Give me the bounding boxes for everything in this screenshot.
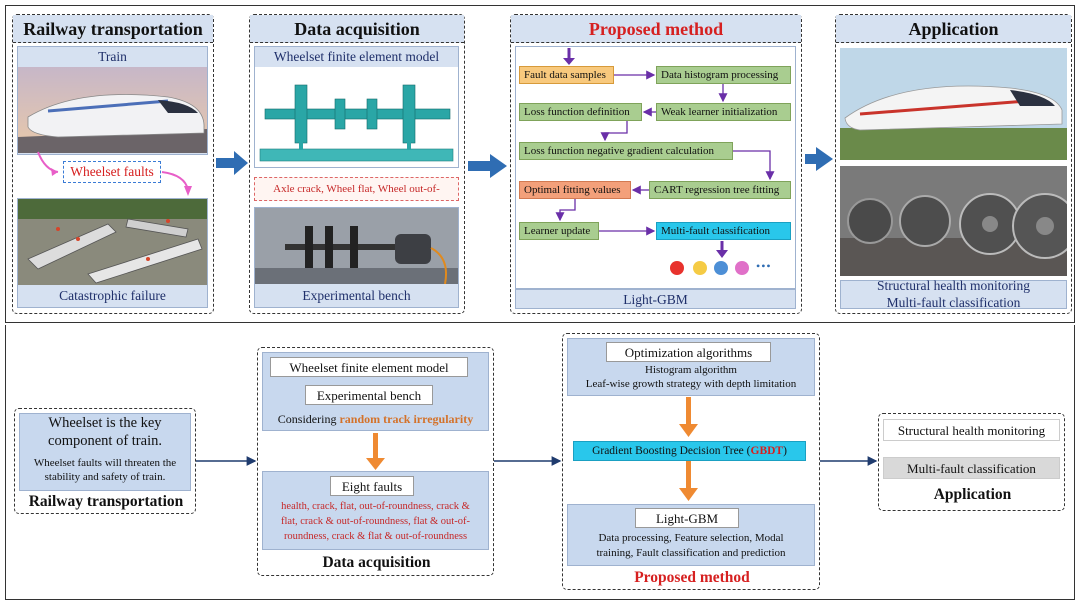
top-arrow-3	[805, 147, 833, 171]
step-multi-fault-classification: Multi-fault classification	[656, 222, 791, 240]
crash-image	[18, 199, 207, 285]
acq-faults-line1: health, crack, flat, out-of-roundness, c…	[281, 501, 470, 512]
lightgbm-footer: Light-GBM	[515, 289, 796, 309]
panel-data-acquisition: Data acquisition Wheelset finite element…	[249, 14, 465, 314]
app-title: Application	[933, 486, 1012, 503]
panel-title: Application	[836, 15, 1071, 43]
method-steps1: Data processing, Feature selection, Moda…	[598, 532, 784, 544]
panel-title: Proposed method	[511, 15, 801, 43]
failure-label: Catastrophic failure	[59, 288, 166, 303]
train-label: Train	[98, 49, 127, 64]
class-dot-red	[670, 261, 684, 275]
flow-links	[555, 70, 775, 236]
app-mfc-box: Multi-fault classification	[883, 457, 1060, 479]
fem-model-image	[255, 67, 458, 167]
wheelset-faults-label: Wheelset faults	[70, 164, 154, 179]
considering-highlight: random track irregularity	[339, 412, 474, 426]
class-dot-pink	[735, 261, 749, 275]
step-cart-fitting: CART regression tree fitting	[649, 181, 791, 199]
acq-fem-box: Wheelset finite element model	[270, 357, 468, 377]
step-optimal-fitting: Optimal fitting values	[519, 181, 631, 199]
bottom-panel-railway: Wheelset is the key component of train. …	[14, 408, 196, 514]
acq-considering: Considering random track irregularity	[262, 412, 489, 427]
top-arrow-2	[468, 154, 507, 178]
bottom-row	[5, 325, 1075, 600]
pink-arrow-out	[161, 171, 189, 191]
fem-label: Wheelset finite element model	[273, 49, 440, 64]
acq-title: Data acquisition	[322, 554, 431, 571]
step-fault-data-samples: Fault data samples	[519, 66, 614, 84]
railway-summary	[19, 413, 191, 491]
lightgbm-label: Light-GBM	[623, 292, 688, 307]
class-dot-yellow	[693, 261, 707, 275]
train-image	[18, 67, 207, 153]
orange-arrow-method-1	[679, 397, 698, 437]
panel-title: Railway transportation	[13, 15, 213, 43]
bench-label: Experimental bench	[302, 288, 411, 303]
top-row	[5, 5, 1075, 323]
panel-application: Application Structural health monitoring…	[835, 14, 1072, 314]
acq-faults-line2: flat, crack & out-of-roundness, flat & o…	[281, 516, 470, 527]
acq-eight-faults-box: Eight faults	[330, 476, 414, 496]
bench-area: Experimental bench	[254, 207, 459, 308]
wheelsets-image	[840, 166, 1067, 276]
railway-line4: stability and safety of train.	[44, 471, 166, 483]
failure-area: Catastrophic failure	[17, 198, 208, 308]
considering-text: Considering	[277, 412, 340, 426]
app-shm-box: Structural health monitoring	[883, 419, 1060, 441]
acq-bench-box: Experimental bench	[305, 385, 433, 405]
bench-image	[255, 208, 458, 284]
app-line-mfc: Multi-fault classification	[886, 295, 1021, 310]
wheelset-faults-badge: Wheelset faults	[63, 161, 161, 183]
step-negative-gradient: Loss function negative gradient calculat…	[519, 142, 733, 160]
step-data-histogram: Data histogram processing	[656, 66, 791, 84]
flow-area	[515, 46, 796, 289]
method-lgbm-box: Light-GBM	[635, 508, 739, 528]
orange-arrow-method-2	[679, 461, 698, 501]
more-dots: •••	[756, 259, 772, 273]
acq-faults-line3: roundness, crack & flat & out-of-roundne…	[283, 531, 468, 542]
panel-railway-transportation: Railway transportation Train Wheelset fa…	[12, 14, 214, 314]
top-arrow-1	[216, 151, 248, 175]
train-area: Train	[17, 46, 208, 155]
method-hist: Histogram algorithm	[645, 364, 737, 376]
railway-title: Railway transportation	[28, 493, 184, 510]
class-dot-blue	[714, 261, 728, 275]
step-weak-learner-init: Weak learner initialization	[656, 103, 791, 121]
railway-line2: component of train.	[48, 433, 162, 449]
step-loss-function-definition: Loss function definition	[519, 103, 642, 121]
method-opt-box: Optimization algorithms	[606, 342, 771, 362]
orange-arrow-acq	[366, 433, 385, 470]
step-learner-update: Learner update	[519, 222, 599, 240]
railway-line1: Wheelset is the key	[48, 415, 162, 431]
method-steps2: training, Fault classification and predi…	[596, 547, 786, 559]
panel-title: Data acquisition	[250, 15, 464, 43]
method-leaf: Leaf-wise growth strategy with depth lim…	[585, 378, 797, 390]
method-lgbm-block	[567, 504, 815, 566]
method-title: Proposed method	[634, 569, 750, 586]
bottom-panel-application: Structural health monitoring Multi-fault…	[878, 413, 1065, 511]
pink-arrow-in	[37, 151, 59, 173]
application-labels	[840, 280, 1067, 309]
gbdt-text: Gradient Boosting Decision Tree (	[592, 445, 751, 457]
app-line-shm: Structural health monitoring	[877, 278, 1030, 293]
high-speed-train-image	[840, 48, 1067, 160]
gbdt-abbr: GBDT	[750, 445, 784, 457]
railway-line3: Wheelset faults will threaten the	[33, 457, 177, 469]
gbdt-end: )	[783, 445, 787, 457]
fem-area: Wheelset finite element model	[254, 46, 459, 168]
method-gbdt-box: Gradient Boosting Decision Tree (GBDT)	[573, 441, 806, 461]
panel-proposed-method: Proposed method Light-GBM	[510, 14, 802, 314]
